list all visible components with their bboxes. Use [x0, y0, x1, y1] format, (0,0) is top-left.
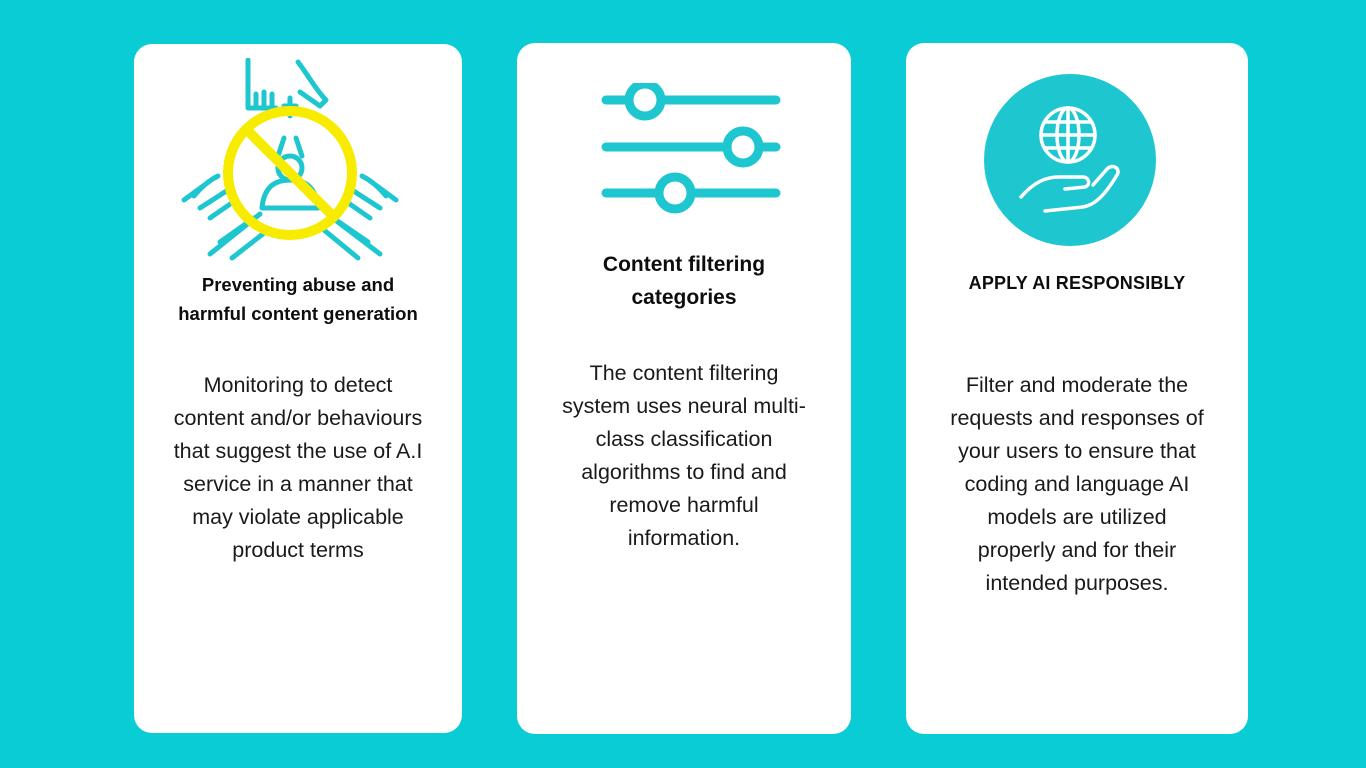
- card-description: Monitoring to detect content and/or beha…: [173, 373, 423, 562]
- card-content-filtering: Content filtering categories The content…: [517, 43, 851, 734]
- sliders-filter-icon: [601, 79, 781, 217]
- globe-in-hand-icon: [983, 73, 1157, 247]
- card-title: APPLY AI RESPONSIBLY: [968, 273, 1186, 293]
- card-title: Preventing abuse and harmful content gen…: [178, 274, 418, 324]
- card-preventing-abuse: Preventing abuse and harmful content gen…: [134, 44, 462, 733]
- card-title: Content filtering categories: [602, 253, 766, 309]
- no-abuse-hands-icon: [180, 57, 400, 264]
- card-description: The content filtering system uses neural…: [562, 361, 806, 550]
- card-apply-ai-responsibly: APPLY AI RESPONSIBLY Filter and moderate…: [906, 43, 1248, 734]
- card-description: Filter and moderate the requests and res…: [950, 373, 1204, 595]
